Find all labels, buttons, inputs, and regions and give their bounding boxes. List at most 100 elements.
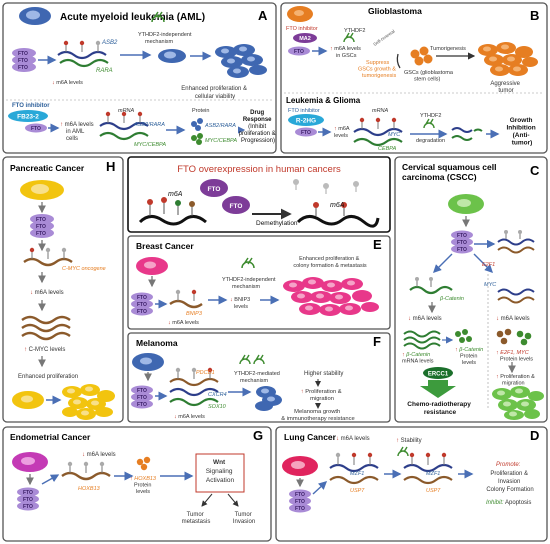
cmyc-mrna-h2 [21, 315, 71, 341]
demethylation-label: Demethylation [256, 220, 298, 227]
svg-text:FTO: FTO [457, 240, 467, 246]
svg-text:FTO: FTO [301, 130, 311, 136]
rara-label: RARA [96, 68, 113, 74]
fto-protein-2 [222, 196, 250, 214]
panel-e-letter: E [373, 237, 382, 252]
svg-text:CEBPA: CEBPA [378, 146, 397, 152]
panel-b: Glioblastoma B FTO inhibitor MA2 FTO YTH… [280, 2, 548, 154]
panel-h-title: Pancreatic Cancer [10, 163, 85, 173]
mrna-strands-a [57, 40, 109, 68]
m6a-levels-d: ↓ m6A levels [336, 436, 370, 442]
svg-text:FTO: FTO [137, 309, 147, 315]
svg-text:FTO: FTO [18, 51, 28, 57]
svg-text:MYC/CEBPA: MYC/CEBPA [205, 138, 237, 144]
e2f1-gene: E2F1 [482, 262, 495, 268]
panel-center: FTO overexpression in human cancers FTO … [127, 156, 391, 233]
tumor-invasion: Tumor Invasion [233, 512, 255, 525]
bnip3-gene: BNIP3 [186, 311, 203, 317]
bcat-protein-label: ↑ β-Catenin Protein levels [455, 347, 485, 366]
cmyc-oncogene: C-MYC oncogene [62, 266, 106, 272]
bcat-protein [455, 329, 472, 343]
ercc1-label: ERCC1 [428, 372, 449, 378]
outcome-f: ↑ Proliferation & migration [301, 389, 344, 402]
melanoma-mrna [169, 367, 219, 407]
ythdf2-b2: YTHDF2 [420, 113, 441, 119]
ercc1-arrow [420, 380, 456, 398]
inhibitor-label-b2: FTO inhibitor [288, 108, 320, 114]
m6a-levels-b: ↑ m6A levels [334, 126, 351, 139]
ythdf2-mech-a: YTHDF2-independent mechanism [138, 32, 193, 45]
mzf1-usp7-mrna-b [403, 452, 453, 485]
mrna-label-a: mRNA [118, 108, 135, 114]
bcat-gene: β-Catenin [439, 296, 464, 302]
fto-protein-1 [200, 179, 228, 197]
bcat-mrna [409, 277, 453, 295]
hoxb13-mrna [61, 461, 111, 481]
m6a-right: m6A [330, 202, 345, 209]
svg-text:FTO: FTO [23, 504, 33, 510]
panel-f-letter: F [373, 334, 381, 349]
aml-cell-cluster [215, 44, 267, 78]
ythdf2-mech-e: YTHDF2-independent mechanism [222, 277, 277, 290]
drug-response-a: Drug Response (Inhibit proliferation & P… [239, 110, 278, 144]
protein-label-a: Protein [192, 108, 209, 114]
panel-b-letter: B [530, 8, 539, 23]
svg-text:MYC/CEBPA: MYC/CEBPA [134, 142, 166, 148]
panel-b-title: Glioblastoma [368, 6, 422, 16]
panel-c-letter: C [530, 163, 540, 178]
svg-text:FTO: FTO [295, 499, 305, 505]
mzf1-usp7-mrna [329, 452, 379, 485]
ma2-label: MA2 [299, 36, 311, 42]
mrna-label-b: mRNA [372, 108, 389, 114]
svg-text:FTO: FTO [295, 492, 305, 498]
svg-text:PDCD1: PDCD1 [196, 370, 215, 376]
center-title: FTO overexpression in human cancers [177, 164, 341, 175]
m6a-levels-a: ↓ m6A levels [52, 80, 83, 86]
svg-text:FTO: FTO [36, 231, 46, 237]
degraded-fragments [451, 127, 483, 141]
promote-label: Promote: [496, 462, 521, 468]
panel-f: Melanoma F FTO FTO FTO PDCD1 CXCR4 SOX10… [127, 332, 391, 423]
fto-stack-a: FTO FTO FTO [12, 48, 36, 72]
m6a-levels-c-left: ↓ m6A levels [408, 316, 442, 322]
svg-text:MZF1: MZF1 [426, 471, 440, 477]
cmyc-levels: ↑ C-MYC levels [24, 347, 65, 353]
stability-d: ↑ Stability [396, 438, 422, 444]
svg-text:FTO: FTO [295, 506, 305, 512]
svg-text:USP7: USP7 [426, 488, 441, 494]
panel-g: Endometrial Cancer G FTO FTO FTO ↓ m6A l… [2, 426, 272, 542]
wnt-signaling: Wnt Signaling Activation [206, 459, 235, 484]
fto-stack-e: FTO FTO FTO [131, 292, 153, 316]
mrna-strands-b [353, 117, 403, 147]
svg-text:FTO: FTO [23, 490, 33, 496]
hoxb13-gene: HOXB13 [78, 486, 101, 492]
svg-text:FTO: FTO [208, 186, 221, 193]
m6a-gscs: ↑ m6A levels in GSCs [330, 46, 362, 59]
growth-inhibition: Growth Inhibition (Anti- tumor) [506, 117, 537, 147]
protein-icons-a [191, 118, 203, 145]
fto-stack-c: FTO FTO FTO [451, 230, 473, 254]
m6a-levels-c-right: ↓ m6A levels [496, 316, 530, 322]
melanoma-resistance: Melanoma growth & immunotherapy resistan… [281, 409, 354, 422]
e2f1-mrna [497, 230, 535, 254]
leukemia-glioma-title: Leukemia & Glioma [286, 96, 361, 105]
tumorigenesis-label: Tumorigenesis [430, 46, 466, 52]
panel-c: Cervical squamous cell carcinoma (CSCC) … [394, 156, 548, 423]
panel-e: Breast Cancer E FTO FTO FTO BNIP3 ↓ m6A … [127, 235, 391, 330]
m6a-levels-e: ↓ m6A levels [168, 320, 199, 326]
svg-text:USP7: USP7 [350, 488, 365, 494]
suppress-gscs: Suppress GSCs growth & tumorigenesis [358, 60, 397, 79]
m6a-levels-h: ↓ m6A levels [30, 290, 64, 296]
methylated-rna [138, 197, 207, 226]
svg-text:FTO: FTO [294, 49, 304, 55]
svg-text:FTO: FTO [31, 126, 41, 132]
svg-text:MYC: MYC [388, 132, 400, 138]
promote-items: Proliferation & Invasion Colony Formatio… [486, 471, 533, 493]
asb2-label: ASB2 [101, 40, 118, 46]
m6a-levels-f: ↓ m6A levels [174, 414, 205, 420]
svg-text:MZF1: MZF1 [350, 471, 364, 477]
higher-stability: Higher stability [304, 371, 343, 377]
panel-d: Lung Cancer D FTO FTO FTO ↓ m6A levels M… [275, 426, 548, 542]
panel-f-title: Melanoma [136, 338, 178, 348]
